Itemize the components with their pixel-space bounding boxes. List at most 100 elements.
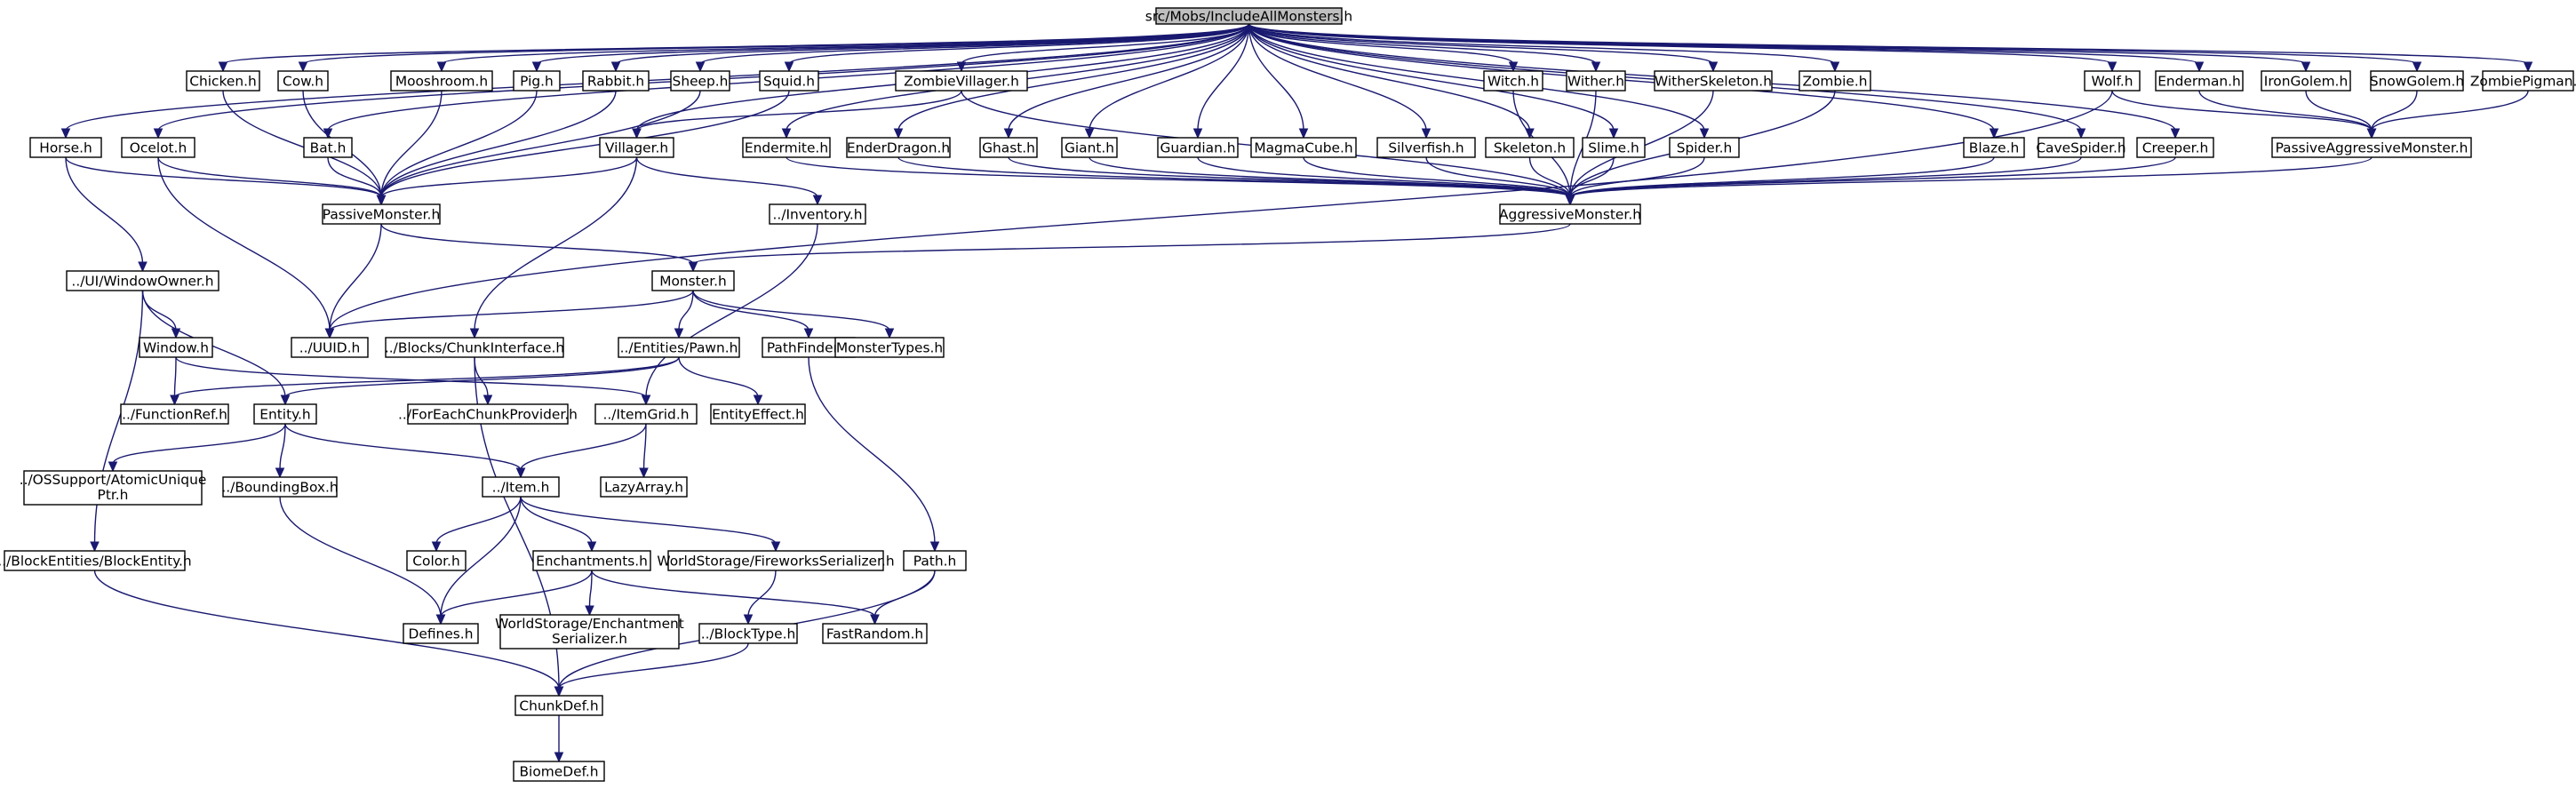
node-label-line2-enchserializer: Serializer.h xyxy=(552,631,627,647)
edge-silverfish-to-aggressivemonster xyxy=(1425,156,1571,198)
node-enchantments[interactable]: Enchantments.h xyxy=(532,550,651,571)
node-skeleton[interactable]: Skeleton.h xyxy=(1485,137,1575,158)
node-box-giant xyxy=(1061,137,1118,158)
arrowhead-path-to-fastrandom xyxy=(870,614,880,626)
node-endermite[interactable]: Endermite.h xyxy=(742,137,831,158)
node-color[interactable]: Color.h xyxy=(406,550,467,571)
node-witherskeleton[interactable]: WitherSkeleton.h xyxy=(1654,70,1773,92)
node-chunkdef[interactable]: ChunkDef.h xyxy=(514,695,603,716)
node-windowowner[interactable]: ../UI/WindowOwner.h xyxy=(66,270,219,291)
node-slime[interactable]: Slime.h xyxy=(1582,137,1646,158)
node-sheep[interactable]: Sheep.h xyxy=(670,70,730,92)
node-fireworks[interactable]: WorldStorage/FireworksSerializer.h xyxy=(657,550,895,571)
node-pig[interactable]: Pig.h xyxy=(513,70,561,92)
edge-boundingbox-to-defines xyxy=(279,496,442,618)
node-label-lazyarray: LazyArray.h xyxy=(604,480,683,496)
node-biomedef[interactable]: BiomeDef.h xyxy=(513,761,605,782)
node-zombiepigman[interactable]: ZombiePigman.h xyxy=(2470,70,2576,92)
node-window[interactable]: Window.h xyxy=(139,337,213,358)
edge-sheep-to-passivemonster xyxy=(380,90,701,198)
node-uuid[interactable]: ../UUID.h xyxy=(291,337,369,358)
node-inventory[interactable]: ../Inventory.h xyxy=(769,203,866,225)
node-guardian[interactable]: Guardian.h xyxy=(1157,137,1239,158)
node-box-rabbit xyxy=(582,70,650,92)
node-pawn[interactable]: ../Entities/Pawn.h xyxy=(618,337,740,358)
node-ocelot[interactable]: Ocelot.h xyxy=(121,137,195,158)
node-box-ghast xyxy=(979,137,1038,158)
node-wolf[interactable]: Wolf.h xyxy=(2084,70,2141,92)
node-root[interactable]: src/Mobs/IncludeAllMonsters.h xyxy=(1145,7,1352,25)
node-label-enchserializer: WorldStorage/Enchantment xyxy=(495,616,684,632)
node-witch[interactable]: Witch.h xyxy=(1483,70,1543,92)
node-blockentity[interactable]: ../BlockEntities/BlockEntity.h xyxy=(0,550,192,571)
edge-root-to-skeleton xyxy=(1248,23,1531,132)
node-monster[interactable]: Monster.h xyxy=(651,270,735,291)
edge-pawn-to-functionref xyxy=(173,356,680,398)
node-cavespider[interactable]: CaveSpider.h xyxy=(2036,137,2126,158)
node-label-chicken: Chicken.h xyxy=(189,74,256,90)
node-horse[interactable]: Horse.h xyxy=(29,137,102,158)
node-passiveaggressive[interactable]: PassiveAggressiveMonster.h xyxy=(2271,137,2472,158)
node-entity[interactable]: Entity.h xyxy=(253,403,317,425)
node-magmacube[interactable]: MagmaCube.h xyxy=(1250,137,1357,158)
node-silverfish[interactable]: Silverfish.h xyxy=(1376,137,1476,158)
node-entityeffect[interactable]: EntityEffect.h xyxy=(710,403,806,425)
node-irongolem[interactable]: IronGolem.h xyxy=(2261,70,2351,92)
node-label-chunkdef: ChunkDef.h xyxy=(519,698,598,714)
node-wither[interactable]: Wither.h xyxy=(1566,70,1626,92)
node-itemgrid[interactable]: ../ItemGrid.h xyxy=(594,403,698,425)
node-aggressivemonster[interactable]: AggressiveMonster.h xyxy=(1499,203,1641,225)
node-fastrandom[interactable]: FastRandom.h xyxy=(822,623,928,644)
node-box-guardian xyxy=(1157,137,1239,158)
node-lazyarray[interactable]: LazyArray.h xyxy=(600,476,688,498)
arrowhead-chunkdef-to-biomedef xyxy=(554,752,564,763)
edge-root-to-horse xyxy=(65,23,1250,132)
node-mooshroom[interactable]: Mooshroom.h xyxy=(390,70,493,92)
node-box-functionref xyxy=(120,403,229,425)
node-label-creeper: Creeper.h xyxy=(2142,140,2208,156)
edge-pawn-to-entityeffect xyxy=(678,356,759,398)
node-ghast[interactable]: Ghast.h xyxy=(979,137,1038,158)
node-cow[interactable]: Cow.h xyxy=(277,70,329,92)
node-blaze[interactable]: Blaze.h xyxy=(1963,137,2025,158)
node-path[interactable]: Path.h xyxy=(903,550,967,571)
edge-pathfinder-to-path xyxy=(808,356,936,545)
edge-itemgrid-to-lazyarray xyxy=(642,423,647,471)
node-monstertypes[interactable]: MonsterTypes.h xyxy=(834,337,945,358)
edges-layer xyxy=(60,23,2533,763)
node-zombie[interactable]: Zombie.h xyxy=(1798,70,1871,92)
node-rabbit[interactable]: Rabbit.h xyxy=(582,70,650,92)
node-enderdragon[interactable]: EnderDragon.h xyxy=(846,137,951,158)
node-giant[interactable]: Giant.h xyxy=(1061,137,1118,158)
node-chicken[interactable]: Chicken.h xyxy=(186,70,260,92)
node-squid[interactable]: Squid.h xyxy=(759,70,819,92)
node-box-silverfish xyxy=(1376,137,1476,158)
node-box-creeper xyxy=(2136,137,2214,158)
node-bat[interactable]: Bat.h xyxy=(303,137,353,158)
node-pathfinder[interactable]: PathFinder.h xyxy=(762,337,856,358)
node-zombievillager[interactable]: ZombieVillager.h xyxy=(895,70,1028,92)
edge-window-to-itemgrid xyxy=(175,356,647,398)
node-boundingbox[interactable]: ../BoundingBox.h xyxy=(221,476,339,498)
node-box-enderdragon xyxy=(846,137,951,158)
node-defines[interactable]: Defines.h xyxy=(403,623,479,644)
node-label-blocktype: ../BlockType.h xyxy=(701,626,796,642)
node-passivemonster[interactable]: PassiveMonster.h xyxy=(322,203,441,225)
node-item[interactable]: ../Item.h xyxy=(482,476,560,498)
node-enderman[interactable]: Enderman.h xyxy=(2155,70,2244,92)
node-label-root: src/Mobs/IncludeAllMonsters.h xyxy=(1145,9,1352,25)
arrowhead-root-to-silverfish xyxy=(1421,128,1432,139)
node-chunkinterface[interactable]: ../Blocks/ChunkInterface.h xyxy=(385,337,564,358)
edge-root-to-enderdragon xyxy=(897,23,1250,132)
node-villager[interactable]: Villager.h xyxy=(599,137,674,158)
node-creeper[interactable]: Creeper.h xyxy=(2136,137,2214,158)
edge-creeper-to-aggressivemonster xyxy=(1569,156,2176,198)
node-spider[interactable]: Spider.h xyxy=(1669,137,1740,158)
node-functionref[interactable]: ../FunctionRef.h xyxy=(120,403,229,425)
node-snowgolem[interactable]: SnowGolem.h xyxy=(2370,70,2464,92)
node-blocktype[interactable]: ../BlockType.h xyxy=(698,623,798,644)
node-foreachchunk[interactable]: ../ForEachChunkProvider.h xyxy=(398,403,578,425)
node-label-pathfinder: PathFinder.h xyxy=(767,340,850,356)
